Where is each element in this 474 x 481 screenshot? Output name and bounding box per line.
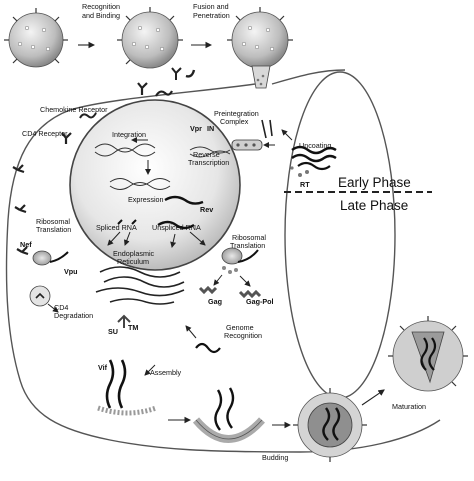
ribosome-left: [32, 250, 69, 266]
label-chemokine-receptor: Chemokine Receptor: [40, 105, 108, 114]
label-vpu: Vpu: [64, 267, 78, 276]
label-vif: Vif: [98, 363, 108, 372]
label-rev: Rev: [200, 205, 213, 214]
host-cell: [5, 69, 441, 453]
label-preintegration-2: Complex: [220, 117, 249, 126]
label-cd4-2: Degradation: [54, 311, 93, 320]
virus-fusion: [227, 7, 293, 89]
label-er-1: Endoplasmic: [113, 249, 155, 258]
label-late-phase: Late Phase: [340, 198, 408, 213]
label-in: IN: [207, 124, 214, 133]
label-preintegration-1: Preintegration: [214, 109, 259, 118]
label-expression: Expression: [128, 195, 164, 204]
phase-loop: [284, 71, 396, 399]
label-ribosomal-left-1: Ribosomal: [36, 217, 70, 226]
cd4-receptor-icon: [61, 132, 72, 144]
label-fusion-2: Penetration: [193, 11, 230, 20]
label-su: SU: [108, 327, 118, 336]
mature-virion: [388, 316, 468, 392]
label-cd4-1: CD4: [54, 303, 68, 312]
endoplasmic-reticulum-shape: [95, 266, 185, 305]
label-integration: Integration: [112, 130, 146, 139]
budding-virion: [192, 387, 265, 443]
label-vpr: Vpr: [190, 124, 202, 133]
virus-binding: [117, 7, 196, 80]
nucleus-arrows: [107, 137, 206, 248]
label-ribosomal-right-1: Ribosomal: [232, 233, 266, 242]
cd4-degradation-vesicle: [29, 285, 59, 313]
label-ribosomal-left-2: Translation: [36, 225, 71, 234]
label-budding: Budding: [262, 453, 288, 462]
label-fusion-1: Fusion and: [193, 2, 229, 11]
label-assembly: Assembly: [150, 368, 182, 377]
label-gag: Gag: [208, 297, 222, 306]
ribosome-right: [213, 247, 259, 287]
chemokine-receptor-icon: [79, 112, 97, 119]
label-er-2: Reticulum: [117, 257, 149, 266]
label-genome-1: Genome: [226, 323, 254, 332]
immature-virion: [293, 388, 367, 462]
label-unspliced-rna: Unspliced RNA: [152, 223, 201, 232]
label-uncoating: Uncoating: [299, 141, 331, 150]
label-gag-pol: Gag-Pol: [246, 297, 274, 306]
label-maturation: Maturation: [392, 402, 426, 411]
label-recognition-1: Recognition: [82, 2, 120, 11]
label-recognition-2: and Binding: [82, 11, 120, 20]
virus-recognition: [4, 8, 68, 68]
label-genome-2: Recognition: [224, 331, 262, 340]
preintegration-complex: [231, 119, 273, 151]
su-tm-icon: [117, 314, 131, 328]
label-reverse: Reverse: [193, 150, 220, 159]
genome-rna: [185, 325, 221, 354]
label-tm: TM: [128, 323, 138, 332]
cd4-receptors-cell: [12, 82, 173, 256]
label-nef: Nef: [20, 240, 32, 249]
uncoating-group: [263, 129, 337, 177]
label-cd4-receptor: CD4 Receptor: [22, 129, 68, 138]
gag-pol-protein-icon: [238, 289, 262, 299]
nucleus: [69, 99, 241, 271]
label-early-phase: Early Phase: [338, 175, 411, 190]
label-transcription: Transcription: [188, 158, 229, 167]
label-ribosomal-right-2: Translation: [230, 241, 265, 250]
label-spliced-rna: Spliced RNA: [96, 223, 137, 232]
assembly-site: [97, 359, 157, 416]
label-rt: RT: [300, 180, 310, 189]
gag-protein-icon: [198, 285, 218, 295]
arrow-to-maturation: [361, 389, 385, 406]
